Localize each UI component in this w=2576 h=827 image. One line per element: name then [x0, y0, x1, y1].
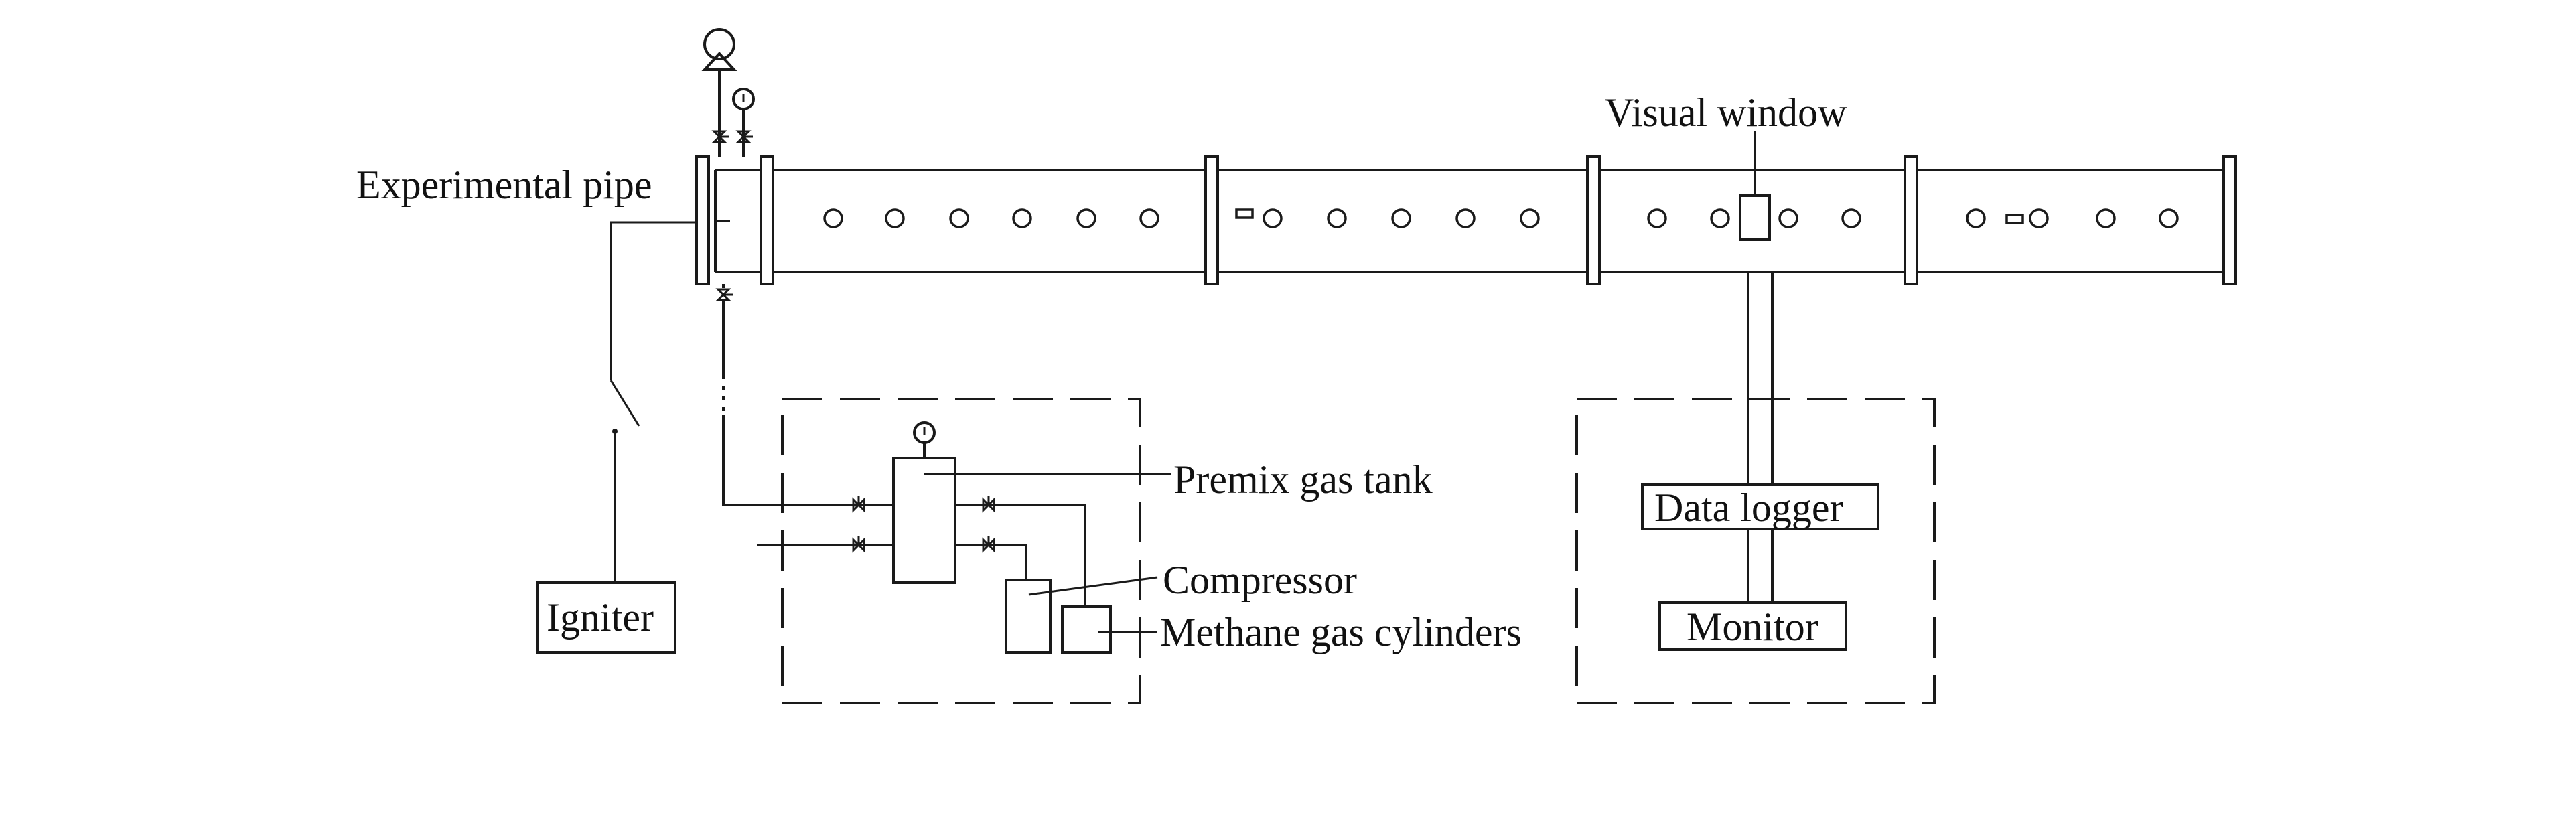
sensor-ports	[823, 208, 2179, 228]
flange	[695, 155, 710, 285]
flange	[760, 155, 774, 285]
sensor-port-icon	[1012, 208, 1032, 228]
sensor-port-icon	[1966, 208, 1986, 228]
pressure-gauge-icon	[913, 421, 936, 458]
premix-gas-tank-box	[892, 457, 956, 584]
sensor-port-icon	[1710, 208, 1730, 228]
compressor-leader	[1028, 576, 1158, 596]
igniter-label: Igniter	[547, 595, 654, 640]
sensor-port-icon	[2029, 208, 2049, 228]
compressor-box	[1005, 579, 1052, 654]
sensor-port-icon	[1647, 208, 1667, 228]
experimental-pipe	[695, 155, 2237, 285]
sensor-port-icon	[2159, 208, 2179, 228]
premix-gas-tank-label: Premix gas tank	[1173, 457, 1433, 502]
sensor-port-icon	[1263, 208, 1283, 228]
valve-icon	[715, 288, 733, 301]
monitor-box	[1658, 601, 1847, 651]
pressure-gauge-icon	[732, 88, 755, 157]
visual-window-label: Visual window	[1605, 90, 1847, 135]
valve-icon	[852, 536, 865, 553]
data-logger-box	[1641, 483, 1879, 530]
sensor-port-icon	[1520, 208, 1540, 228]
outlet-line	[715, 284, 893, 506]
sensor-port-icon	[1455, 208, 1476, 228]
gas-mixing-system	[757, 421, 1171, 654]
switch-icon	[610, 380, 640, 427]
valve-icon	[982, 496, 995, 513]
sensor-port-icon	[949, 208, 969, 228]
top-fittings	[701, 28, 755, 157]
sensor-port-icon	[1841, 208, 1861, 228]
flange	[1904, 155, 1918, 285]
sensor-port-icon	[2005, 214, 2024, 224]
sensor-port-icon	[1327, 208, 1347, 228]
valve-icon	[711, 130, 729, 143]
sensor-port-icon	[1076, 208, 1096, 228]
visual-window-box	[1739, 194, 1771, 241]
compressor-label: Compressor	[1163, 558, 1357, 602]
valve-icon	[735, 130, 753, 143]
data-acquisition-boundary	[1575, 398, 1936, 704]
igniter-box	[536, 581, 676, 654]
valve-icon	[852, 496, 865, 513]
sensor-port-icon	[1778, 208, 1798, 228]
sensor-port-icon	[2096, 208, 2116, 228]
experimental-pipe-label: Experimental pipe	[356, 163, 652, 207]
flange	[2222, 155, 2237, 285]
igniter-circuit	[610, 221, 697, 583]
data-logger-label: Data logger	[1654, 485, 1843, 530]
signal-cable	[1747, 272, 1774, 603]
monitor-label: Monitor	[1687, 605, 1818, 649]
methane-gas-cylinders-label: Methane gas cylinders	[1160, 610, 1522, 654]
valve-icon	[982, 536, 995, 553]
flange	[1204, 155, 1219, 285]
sensor-port-icon	[1235, 208, 1254, 219]
flange	[1586, 155, 1601, 285]
sensor-port-icon	[1391, 208, 1411, 228]
sensor-port-icon	[823, 208, 843, 228]
sensor-port-icon	[1139, 208, 1159, 228]
methane-gas-cylinders-box	[1061, 605, 1112, 654]
sensor-port-icon	[885, 208, 905, 228]
gas-mixing-system-boundary	[781, 398, 1141, 704]
